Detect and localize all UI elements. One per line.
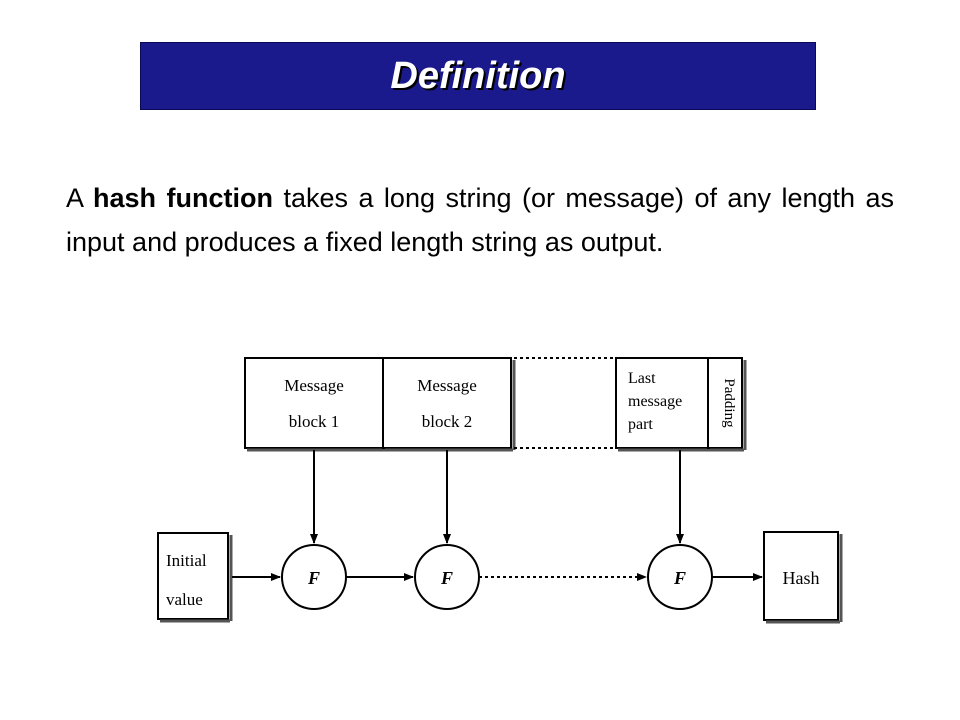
last-line-1: Last <box>628 370 656 387</box>
message-block-2: Message block 2 <box>382 357 516 452</box>
paragraph-term: hash function <box>93 183 273 213</box>
block-1-line-2: block 1 <box>289 412 340 431</box>
hash-label: Hash <box>783 568 820 588</box>
last-line-2: message <box>628 393 682 410</box>
function-node-1: F <box>281 544 347 610</box>
function-label-2: F <box>440 568 453 588</box>
initial-line-2: value <box>166 590 203 609</box>
hash-output-box: Hash <box>763 531 843 624</box>
last-line-3: part <box>628 416 653 433</box>
paragraph-rest: takes a long string (or message) of any … <box>66 183 894 257</box>
initial-line-1: Initial <box>166 551 207 570</box>
padding-label: Padding <box>721 378 737 428</box>
definition-paragraph: A hash function takes a long string (or … <box>66 176 894 264</box>
block-2-line-1: Message <box>417 376 476 395</box>
message-block-1: Message block 1 <box>244 357 388 452</box>
hash-diagram-svg: Message block 1 Message block 2 Last mes… <box>157 357 843 624</box>
padding-block: Padding <box>707 357 747 452</box>
paragraph-prefix: A <box>66 183 93 213</box>
title-bar: Definition <box>140 42 816 110</box>
hash-diagram: Message block 1 Message block 2 Last mes… <box>150 345 850 650</box>
block-2-line-2: block 2 <box>422 412 473 431</box>
function-label-1: F <box>307 568 320 588</box>
block-1-line-1: Message <box>284 376 343 395</box>
function-node-2: F <box>414 544 480 610</box>
slide-title: Definition <box>390 54 566 97</box>
last-message-block: Last message part <box>615 357 710 452</box>
initial-value-box: Initial value <box>157 532 233 623</box>
function-label-3: F <box>673 568 686 588</box>
function-node-3: F <box>647 544 713 610</box>
